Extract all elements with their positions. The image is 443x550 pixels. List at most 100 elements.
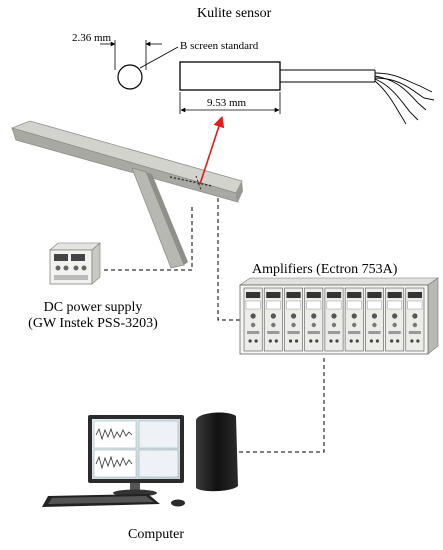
amplifier-knob-icon [412,322,418,328]
support-strut-side [146,172,188,265]
psu-knob-4-icon [81,265,87,271]
wing-tip [236,181,243,202]
amplifier-connector-icon [396,339,400,343]
amplifier-module-label-plate [346,300,362,310]
amplifier-switch [408,331,421,334]
psu-knob-1-icon [55,265,61,271]
amplifier-module-display [387,292,402,298]
amplifier-module [385,287,405,352]
screen-leader [139,46,179,69]
computer-tower [196,412,238,492]
wing-top-surface [10,120,243,194]
power-supply-label-line1: DC power supply [43,300,143,315]
amplifier-knob-icon [250,322,256,328]
dc-power-supply [49,242,101,285]
psu-knob-3-icon [73,265,79,271]
amplifier-knob-icon [351,313,357,319]
amplifier-module-label-plate [326,300,342,310]
amplifier-connector-icon [294,339,299,343]
power-supply-label: DC power supply (GW Instek PSS-3203) [28,300,158,332]
amplifier-module-label-plate [387,300,402,310]
computer [42,412,238,507]
length-label: 9.53 mm [207,97,247,109]
amplifier-module-label-plate [266,300,281,310]
screen-panel-4 [138,449,179,478]
connections [104,198,325,453]
amplifier-module-label-plate [245,300,261,310]
psu-terminals [54,275,88,280]
screen-standard-label: B screen standard [180,40,259,52]
amplifier-module-display [326,292,342,298]
screen-waveform-1 [95,427,133,441]
amplifier-module-display [306,292,321,298]
amplifier-connector-icon [335,339,339,343]
amplifier-switch [348,331,361,334]
psu-side [91,242,101,285]
amplifier-module [284,287,303,352]
amplifier-to-computer-line [238,358,325,453]
amplifier-knob-icon [271,322,276,328]
amplifiers-label: Amplifiers (Ectron 753A) [252,262,398,277]
amplifier-connector-icon [274,339,278,343]
amplifier-knob-icon [250,313,256,319]
amplifier-knob-icon [290,313,297,319]
amplifier-module [405,287,425,352]
amplifier-module [344,287,364,352]
amplifier-knob-icon [331,322,337,328]
psu-top [49,242,101,251]
sensor-location-arrow [199,115,225,185]
amplifier-connector-icon [349,339,353,343]
amplifier-switch [368,331,381,334]
amplifier-connector-icon [288,339,293,343]
amplifier-module-label-plate [407,300,423,310]
amplifier-module-display [286,292,301,298]
amplifier-connector-icon [315,339,319,343]
amplifier-knob-icon [372,322,377,328]
amplifier-switch [307,331,320,334]
sensor-wire-2 [374,75,427,111]
amplifier-module [324,287,344,352]
sensor-end-view [117,64,143,90]
amplifier-knob-icon [291,322,296,328]
amplifier-switch [388,331,401,334]
amplifier-connector-icon [309,339,313,343]
pressure-tap-row [169,176,213,187]
amplifier-modules [243,287,425,352]
amplifier-knob-icon [392,322,397,328]
amplifier-knob-icon [412,313,418,319]
screen-waveform-2 [95,455,133,470]
amplifier-knob-icon [311,313,317,319]
amplifier-switch [267,331,280,334]
pressure-tap-column [195,175,202,191]
amplifier-module-label-plate [367,300,382,310]
amplifier-connector-icon [390,339,394,343]
amplifier-knob-icon [392,313,398,319]
sensor-wire-4 [374,80,407,125]
psu-display-1 [54,254,68,261]
amplifier-connector-icon [268,339,272,343]
amplifier-module-label-plate [306,300,322,310]
rack-side [427,277,439,355]
sensor-wire-3 [374,78,419,121]
amplifier-connector-icon [248,339,252,343]
amplifier-connector-icon [375,339,380,343]
psu-display-2 [71,254,85,261]
wing-to-amplifier-line [217,198,240,321]
amplifier-knob-icon [270,313,276,319]
amplifier-switch [287,331,300,334]
amplifier-module-label-plate [286,300,301,310]
sensor-title: Kulite sensor [197,6,272,21]
mouse [171,499,185,507]
amplifier-knob-icon [311,322,316,328]
amplifier-knob-icon [352,322,357,328]
computer-label: Computer [128,527,184,542]
amplifier-module [304,287,324,352]
amplifier-switch [247,331,260,334]
sensor-wire-5 [374,77,435,101]
screen-panel-2 [138,420,179,449]
amplifier-knob-icon [371,313,378,319]
keyboard-keys [48,496,154,504]
rack-top [239,277,439,286]
monitor-neck [130,483,140,491]
amplifier-knob-icon [331,313,337,319]
